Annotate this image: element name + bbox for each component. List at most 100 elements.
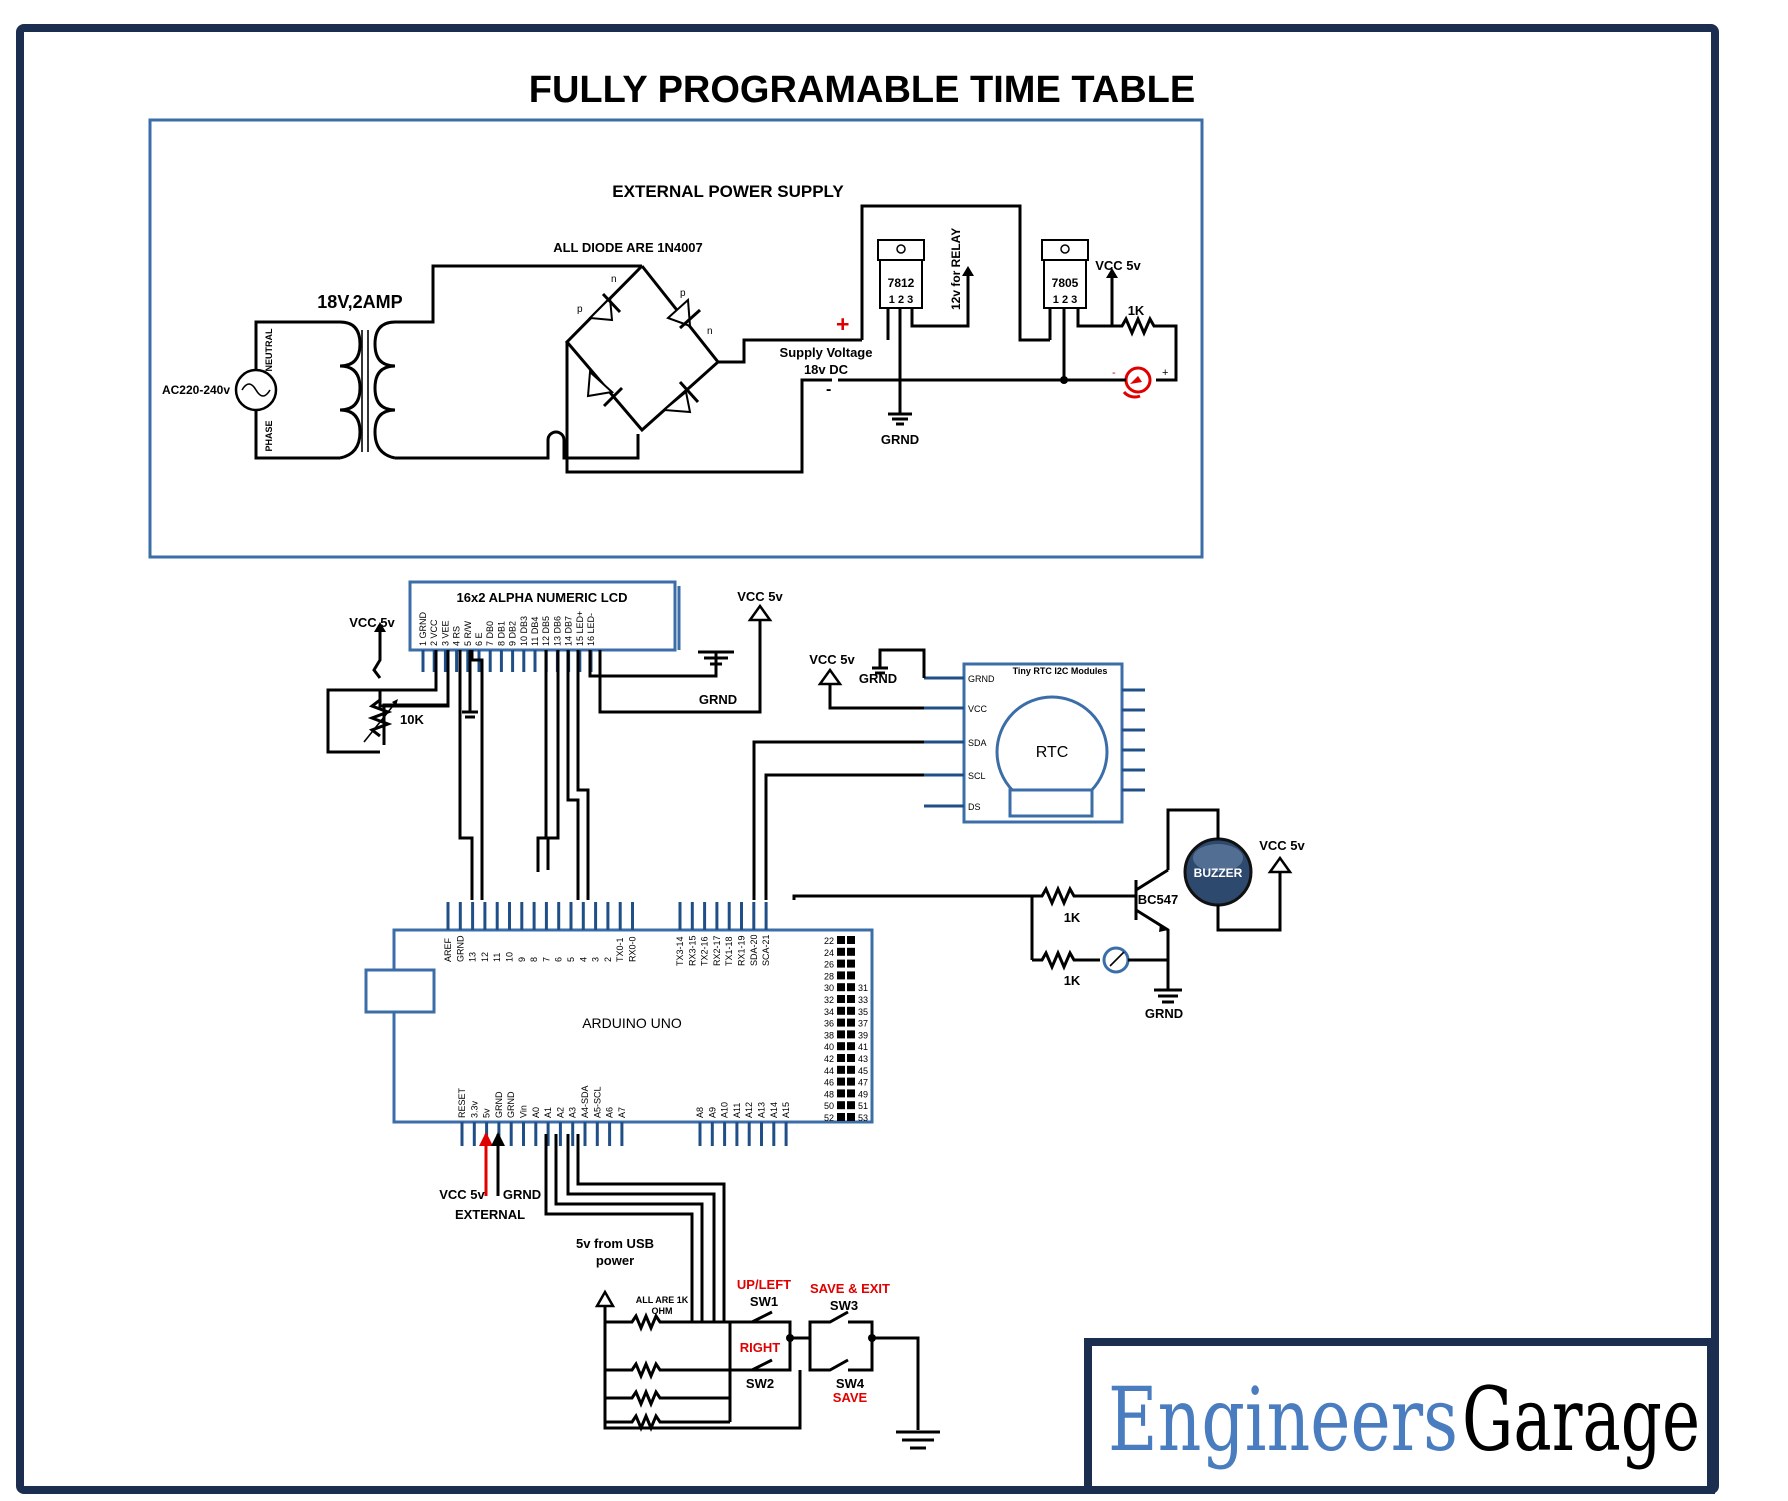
arduino-pin-label: 39 [858, 1030, 868, 1040]
power-led-icon: - + [1112, 366, 1168, 399]
arduino-pin-label: 32 [824, 995, 834, 1005]
header-pin [837, 983, 845, 992]
arduino-pin-label: Vin [519, 1105, 529, 1118]
header-pin [847, 1065, 855, 1074]
switch-sw2 [751, 1338, 792, 1372]
lcd-pin-label: 11 DB4 [530, 617, 540, 646]
arduino-pin-label: TX1-18 [724, 936, 734, 966]
sw3-func: SAVE & EXIT [810, 1281, 890, 1296]
header-pin [837, 1065, 845, 1074]
rtc-label: RTC [1036, 744, 1069, 761]
arduino-pin-label: 53 [858, 1113, 868, 1123]
ground-symbol [588, 650, 734, 678]
arduino-pin-label: 48 [824, 1089, 834, 1099]
relay-label: 12v for RELAY [949, 228, 963, 310]
header-pin [837, 959, 845, 968]
power-supply-box [148, 118, 1204, 559]
header-pin [837, 1018, 845, 1027]
header-pin [837, 1113, 845, 1121]
arduino-pin-label: GRND [494, 1091, 504, 1118]
lcd-pin-label: 9 DB2 [508, 621, 518, 646]
arduino-pin-label: 51 [858, 1101, 868, 1111]
arduino-pin-label: 10 [505, 952, 515, 962]
regulator-7805: 7805 1 2 3 [1041, 239, 1089, 309]
diode-note: ALL DIODE ARE 1N4007 [553, 240, 703, 255]
lcd-pin-label: 6 E [474, 632, 484, 646]
rtc-pin-label: VCC [968, 704, 988, 714]
arduino-pin-label: 22 [824, 936, 834, 946]
led-minus: - [1112, 367, 1116, 379]
lcd-pin-label: 7 DB0 [485, 621, 495, 646]
header-pin [837, 1030, 845, 1039]
arduino-pin-label: 13 [468, 952, 478, 962]
res2-label: 1K [1064, 973, 1081, 988]
res-note-2: OHM [652, 1306, 673, 1316]
header-pin [847, 1113, 855, 1121]
arduino-pin-label: 52 [824, 1113, 834, 1123]
arduino-pin-label: A14 [769, 1102, 779, 1118]
engineersgarage-logo: Engineers Garage [1084, 1338, 1715, 1494]
arduino-pin-label: 42 [824, 1054, 834, 1064]
arduino-pin-label: 34 [824, 1007, 834, 1017]
arduino-label: ARDUINO UNO [582, 1015, 682, 1031]
reg1-pins: 1 2 3 [889, 294, 913, 306]
arduino-pin-label: A12 [744, 1102, 754, 1118]
arduino-pin-label: 11 [492, 953, 502, 962]
lcd-title: 16x2 ALPHA NUMERIC LCD [457, 590, 628, 605]
arduino-pin-label: 26 [824, 960, 834, 970]
switch-sw3-sw4 [790, 1310, 920, 1430]
outer-frame [16, 24, 1719, 1494]
lcd-pin-label: 4 RS [452, 626, 462, 646]
lcd-pin-label: 16 LED- [586, 613, 596, 646]
buzzer-circuit: BUZZER VCC 5v BC547 1K 1K GRND [792, 808, 1306, 1021]
header-pin [837, 995, 845, 1003]
logo-box [1084, 1338, 1715, 1494]
ac-source: AC220-240v NEUTRAL PHASE [162, 328, 278, 452]
lcd-pin-label: 15 LED+ [575, 611, 585, 646]
lcd-pin-label: 13 DB6 [552, 616, 562, 646]
header-pin [837, 1054, 845, 1062]
arduino-pin-label: A11 [732, 1103, 742, 1118]
arduino-pin-label: 49 [858, 1089, 868, 1099]
arduino-pin-label: A5-SCL [592, 1086, 602, 1118]
sw1-func: UP/LEFT [737, 1277, 791, 1292]
resistor-1k [1032, 949, 1100, 971]
reg1-label: 7812 [888, 276, 915, 290]
arduino-pin-label: A8 [695, 1107, 705, 1118]
diode-d1 [587, 292, 622, 322]
arduino-pin-label: 50 [824, 1101, 834, 1111]
ground-symbol [462, 650, 478, 719]
arduino-pin-label: A7 [617, 1107, 627, 1118]
usb-label-1: 5v from USB [576, 1236, 654, 1251]
regulator-7812: 7812 1 2 3 [877, 239, 925, 309]
rtc-title: Tiny RTC I2C Modules [1013, 666, 1108, 676]
header-pin [847, 1030, 855, 1039]
supply-voltage-value: 18v DC [804, 362, 849, 377]
reg2-label: 7805 [1052, 276, 1079, 290]
arduino-pin-label: GRND [506, 1091, 516, 1118]
arduino-pin-label: RX0-0 [628, 936, 638, 962]
header-pin [847, 1042, 855, 1051]
transistor-icon [1134, 868, 1170, 960]
led-plus: + [1162, 367, 1168, 379]
lcd-pin-label: 3 VEE [440, 620, 450, 646]
sw2-label: SW2 [746, 1376, 774, 1391]
minus-sign: - [826, 381, 831, 398]
grnd-label: GRND [881, 432, 919, 447]
arduino-pin-label: A4-SDA [580, 1085, 590, 1118]
power-supply-heading: EXTERNAL POWER SUPPLY [612, 182, 844, 201]
diode-p-label: p [680, 288, 686, 299]
lcd-pin-label: 8 DB1 [496, 621, 506, 646]
sw4-label: SW4 [836, 1376, 865, 1391]
header-pin [837, 936, 845, 944]
arduino-pin-label: TX2-16 [700, 936, 710, 966]
lcd-pin-label: 1 GRND [418, 611, 428, 646]
supply-voltage-label: Supply Voltage [780, 345, 873, 360]
arduino-pin-label: 7 [541, 957, 551, 962]
arduino-pin-label: TX3-14 [675, 936, 685, 966]
